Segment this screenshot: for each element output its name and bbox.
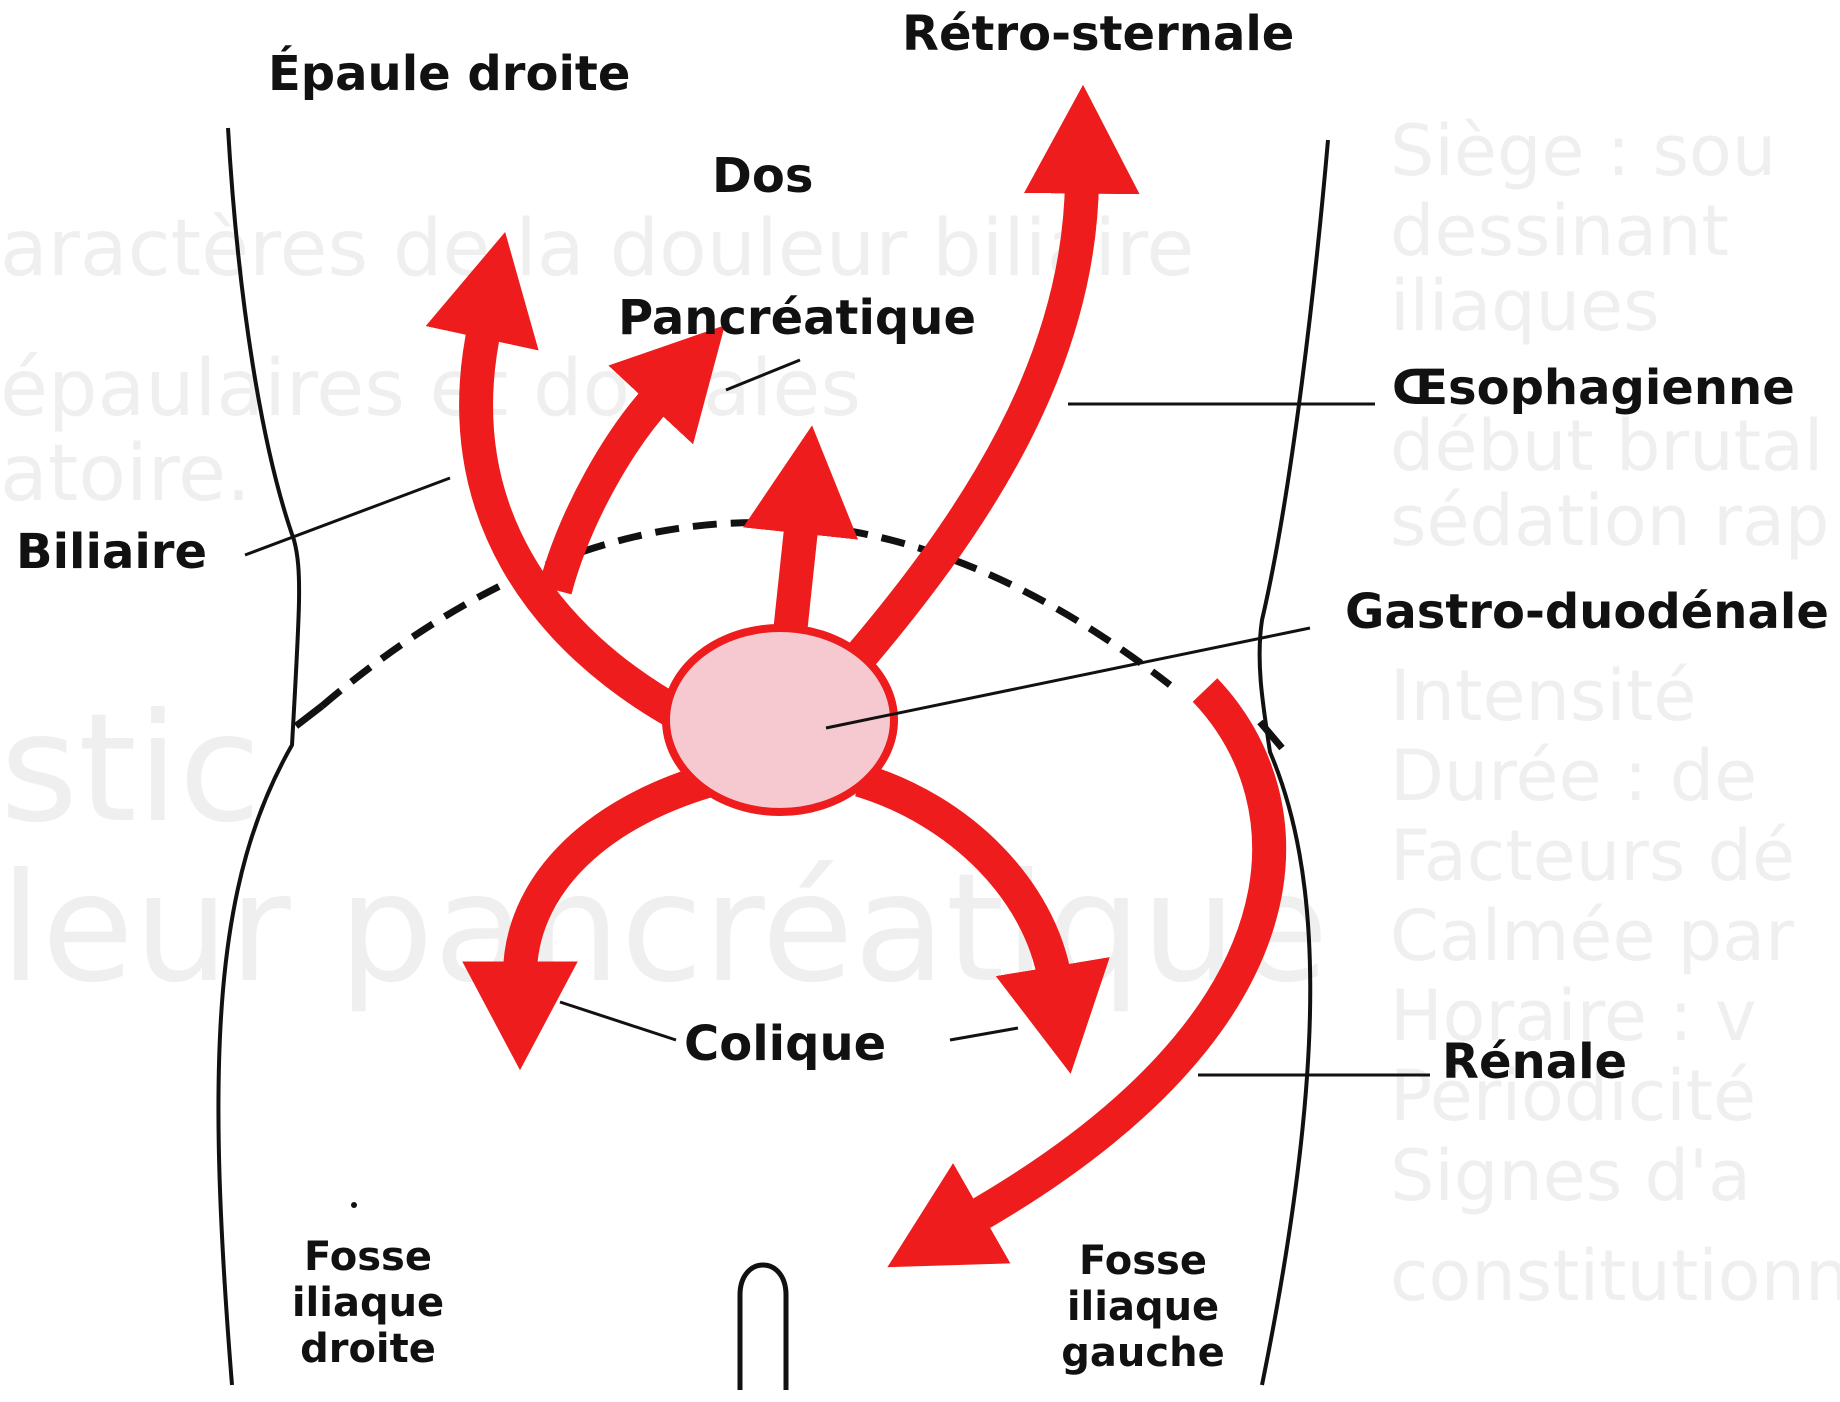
arrow-oesophagienne — [827, 84, 1140, 692]
svg-text:Signes d'a: Signes d'a — [1390, 1135, 1751, 1217]
svg-text:stic: stic — [0, 682, 261, 856]
hip-segment-right — [1257, 719, 1285, 751]
svg-text:Périodicité: Périodicité — [1390, 1055, 1756, 1137]
leader-colique-left — [559, 1000, 677, 1042]
fosse-gauche-line-2: iliaque — [1067, 1284, 1219, 1330]
svg-text:dessinant: dessinant — [1390, 190, 1729, 272]
leader-pancreatique — [725, 358, 801, 392]
leader-biliaire — [244, 476, 451, 557]
svg-text:début brutal: début brutal — [1390, 405, 1823, 487]
label-fosse-iliaque-gauche: Fosse iliaque gauche — [1061, 1238, 1224, 1376]
svg-text:constitutionn: constitutionn — [1390, 1235, 1840, 1317]
leader-colique-right — [949, 1026, 1019, 1042]
arrow-renale — [887, 678, 1287, 1268]
svg-text:leur pancréatique: leur pancréatique — [0, 842, 1329, 1016]
fosse-gauche-line-1: Fosse — [1079, 1238, 1207, 1284]
svg-text:iliaques: iliaques — [1390, 265, 1660, 347]
svg-text:atoire.: atoire. — [0, 429, 251, 519]
leader-lines — [244, 358, 1430, 1077]
label-renale: Rénale — [1442, 1034, 1627, 1090]
svg-text:sédation rap: sédation rap — [1390, 480, 1829, 562]
arrow-pancreatique — [538, 325, 725, 595]
svg-text:Durée : de: Durée : de — [1390, 735, 1757, 817]
gastro-duodenal-focus — [662, 624, 898, 816]
label-gastro-duodenale: Gastro-duodénale — [1345, 584, 1829, 640]
arrow-biliaire — [425, 231, 689, 730]
label-retro-sternale: Rétro-sternale — [902, 6, 1294, 62]
fosse-gauche-line-3: gauche — [1061, 1330, 1224, 1376]
leader-gastro — [825, 626, 1311, 730]
costal-margin-dashed — [319, 519, 1173, 709]
arrow-colique-droite — [854, 763, 1110, 1074]
svg-text:Intensité: Intensité — [1390, 655, 1696, 737]
svg-text:Siège : sou: Siège : sou — [1390, 110, 1776, 192]
label-pancreatique: Pancréatique — [618, 290, 976, 346]
label-epaule-droite: Épaule droite — [268, 45, 630, 102]
hip-segment-left — [293, 703, 325, 729]
svg-text:Calmée par: Calmée par — [1390, 895, 1794, 977]
label-oesophagienne: Œsophagienne — [1392, 360, 1795, 416]
fosse-droite-line-2: iliaque — [292, 1280, 444, 1326]
fosse-droite-line-1: Fosse — [304, 1234, 432, 1280]
label-biliaire: Biliaire — [16, 524, 207, 580]
body-outline-right — [1257, 139, 1330, 1386]
label-fosse-iliaque-droite: Fosse iliaque droite — [292, 1234, 444, 1372]
svg-text:aractères de la douleur biliai: aractères de la douleur biliaire — [0, 204, 1194, 294]
svg-text:Facteurs dé: Facteurs dé — [1390, 815, 1795, 897]
umbilicus-slit — [737, 1262, 789, 1390]
svg-text:Horaire : v: Horaire : v — [1390, 975, 1756, 1057]
label-colique: Colique — [684, 1016, 886, 1072]
small-dot — [351, 1202, 357, 1208]
label-dos: Dos — [712, 148, 813, 204]
arrow-colique-gauche — [462, 763, 715, 1071]
irradiation-arrows — [425, 84, 1287, 1268]
body-outline-left — [216, 127, 302, 1386]
fosse-droite-line-3: droite — [300, 1326, 436, 1372]
